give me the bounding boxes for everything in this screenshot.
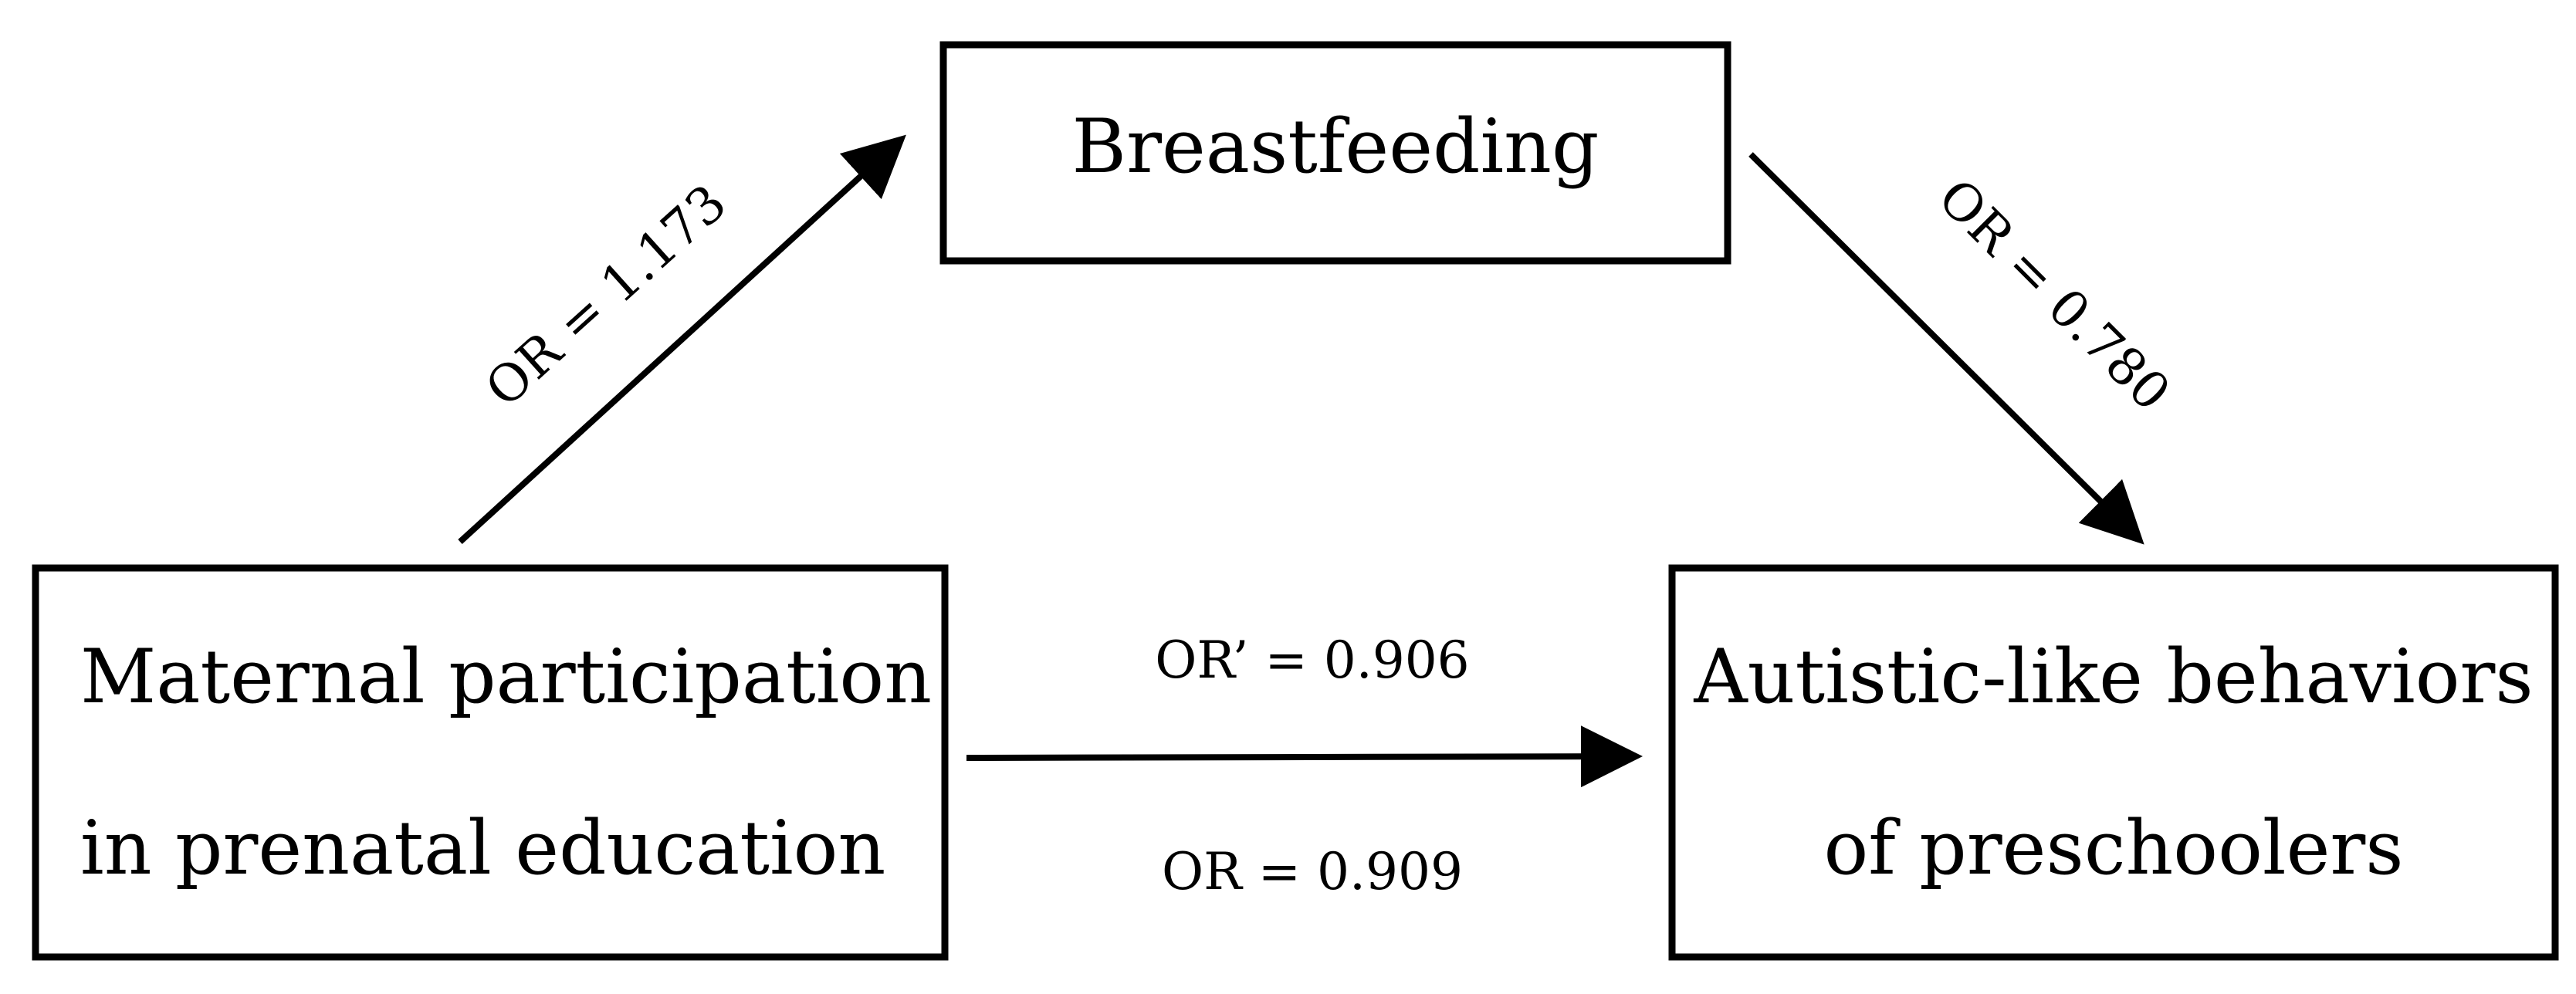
label-total-effect: OR = 0.909 xyxy=(1162,842,1463,901)
mediator-box-border xyxy=(939,41,1731,265)
outcome-label-line2: of preschoolers xyxy=(1823,805,2403,891)
outcome-box-border xyxy=(1668,564,2559,961)
arrow-exposure-to-mediator xyxy=(458,134,906,544)
arrow-mediator-to-outcome xyxy=(1748,152,2144,545)
exposure-label-line1: Maternal participation xyxy=(80,634,932,720)
outcome-box: Autistic-like behaviors of preschoolers xyxy=(1668,564,2559,961)
mediator-label: Breastfeeding xyxy=(1072,103,1599,190)
arrow-exposure-to-outcome xyxy=(966,725,1643,788)
exposure-label-line2: in prenatal education xyxy=(80,805,885,891)
mediator-box: Breastfeeding xyxy=(939,41,1731,265)
exposure-box: Maternal participation in prenatal educa… xyxy=(32,564,949,961)
label-direct-effect-adjusted: OR’ = 0.906 xyxy=(1155,631,1469,690)
outcome-label-line1: Autistic-like behaviors xyxy=(1693,634,2533,720)
label-exposure-to-mediator: OR = 1.173 xyxy=(474,173,737,418)
label-mediator-to-outcome: OR = 0.780 xyxy=(1927,167,2182,422)
exposure-box-border xyxy=(32,564,949,961)
